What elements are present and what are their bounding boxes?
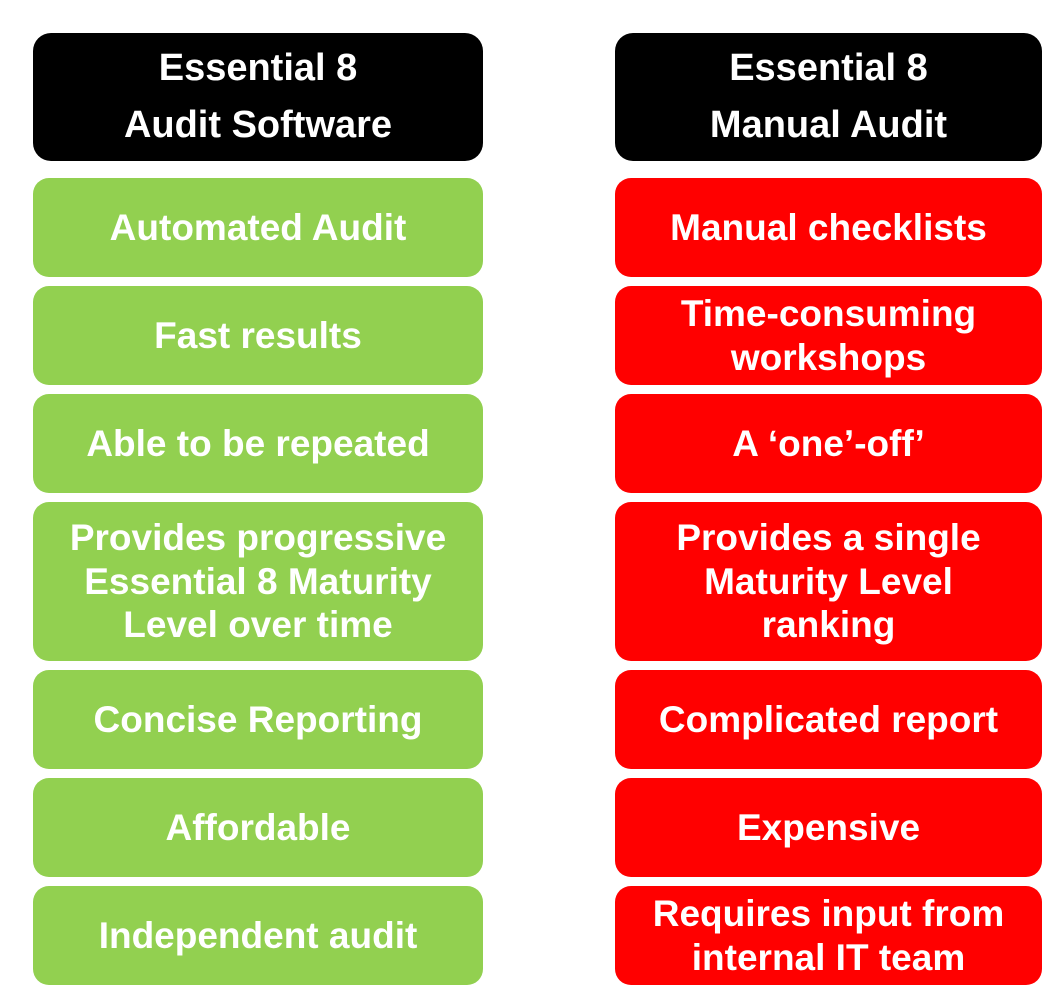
benefit-progressive-maturity: Provides progressive Essential 8 Maturit… — [33, 502, 483, 661]
benefit-label: Provides progressive Essential 8 Maturit… — [69, 517, 447, 646]
drawback-single-ranking: Provides a single Maturity Level ranking — [615, 502, 1042, 661]
benefit-repeatable: Able to be repeated — [33, 394, 483, 493]
drawback-label: Manual checklists — [670, 206, 987, 248]
drawback-label: Time-consuming workshops — [680, 292, 977, 378]
drawback-label: Provides a single Maturity Level ranking — [676, 517, 981, 646]
drawback-time-consuming: Time-consuming workshops — [615, 286, 1042, 385]
manual-audit-header-label: Essential 8 Manual Audit — [709, 47, 948, 146]
drawback-label: A ‘one’-off’ — [732, 422, 925, 464]
column-audit-software: Essential 8 Audit Software Automated Aud… — [33, 33, 483, 985]
benefit-label: Independent audit — [98, 914, 418, 956]
drawback-manual-checklists: Manual checklists — [615, 178, 1042, 277]
manual-audit-header: Essential 8 Manual Audit — [615, 33, 1042, 161]
column-manual-audit: Essential 8 Manual Audit Manual checklis… — [615, 33, 1042, 985]
benefit-label: Able to be repeated — [86, 422, 430, 464]
drawback-complicated-report: Complicated report — [615, 670, 1042, 769]
drawback-one-off: A ‘one’-off’ — [615, 394, 1042, 493]
audit-software-header: Essential 8 Audit Software — [33, 33, 483, 161]
benefit-label: Fast results — [154, 314, 362, 356]
drawback-label: Requires input from internal IT team — [652, 892, 1005, 978]
benefit-label: Affordable — [165, 806, 351, 848]
benefit-automated-audit: Automated Audit — [33, 178, 483, 277]
benefit-concise-reporting: Concise Reporting — [33, 670, 483, 769]
benefit-label: Concise Reporting — [93, 698, 423, 740]
audit-software-header-label: Essential 8 Audit Software — [123, 47, 393, 146]
drawback-label: Complicated report — [658, 698, 999, 740]
drawback-label: Expensive — [736, 806, 921, 848]
drawback-requires-it-input: Requires input from internal IT team — [615, 886, 1042, 985]
benefit-independent-audit: Independent audit — [33, 886, 483, 985]
benefit-affordable: Affordable — [33, 778, 483, 877]
drawback-expensive: Expensive — [615, 778, 1042, 877]
benefit-label: Automated Audit — [109, 206, 407, 248]
benefit-fast-results: Fast results — [33, 286, 483, 385]
